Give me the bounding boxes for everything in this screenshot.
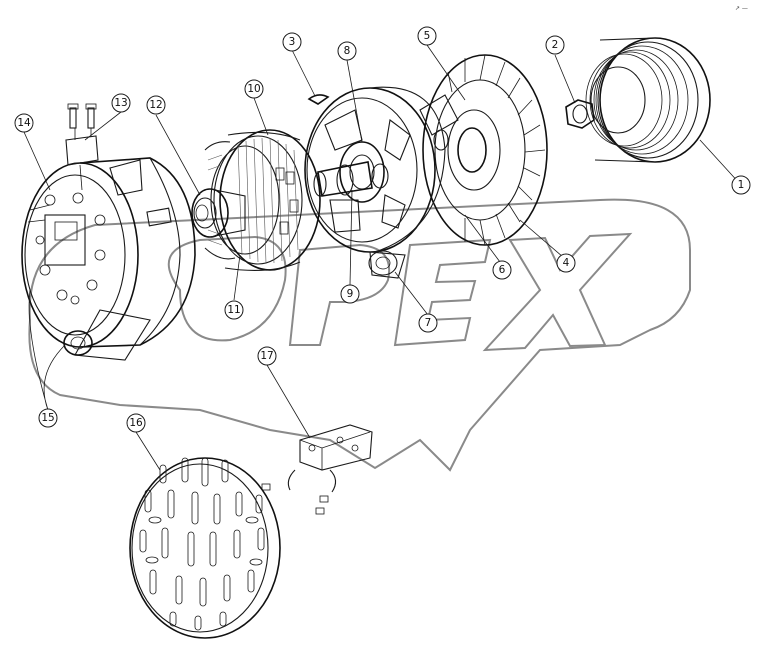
callout-circle	[126, 413, 146, 433]
callout-circle	[340, 284, 360, 304]
pulley-drawing	[585, 37, 711, 163]
terminal-bolts-drawing	[65, 103, 99, 191]
front-housing-drawing	[304, 86, 446, 279]
callout-circle	[545, 35, 565, 55]
callout-number: 1	[738, 179, 745, 191]
callout-front-bearing-retainer: 4	[556, 253, 576, 273]
callout-circle	[556, 253, 576, 273]
callout-front-housing-mount: 7	[418, 313, 438, 333]
callout-stator-winding: 11	[224, 300, 244, 320]
rotor-drawing	[191, 188, 246, 238]
callout-rear-cover: 16	[126, 413, 146, 433]
callout-circle	[418, 313, 438, 333]
callout-number: 10	[247, 83, 260, 95]
callout-rectifier-regulator: 14	[14, 113, 34, 133]
callout-stator: 10	[244, 79, 264, 99]
callout-circle	[244, 79, 264, 99]
callout-woodruff-key: 3	[282, 32, 302, 52]
corner-mark: ↗ —	[735, 5, 748, 12]
callout-number: 15	[41, 412, 54, 424]
callout-circle	[224, 300, 244, 320]
callout-number: 3	[289, 36, 296, 48]
callout-number: 2	[552, 39, 559, 51]
callout-circle	[14, 113, 34, 133]
rear-cover-drawing	[129, 457, 281, 639]
callout-rotor-shaft: 9	[340, 284, 360, 304]
callout-number: 4	[563, 257, 570, 269]
callout-number: 9	[347, 288, 354, 300]
callout-circle	[492, 260, 512, 280]
callout-circle	[337, 41, 357, 61]
callout-number: 8	[344, 45, 351, 57]
callout-pulley-nut: 2	[545, 35, 565, 55]
callout-number: 7	[425, 317, 432, 329]
rectifier-drawing	[24, 174, 126, 336]
callout-brush-holder: 17	[257, 346, 277, 366]
callout-circle	[38, 408, 58, 428]
callout-number: 16	[129, 417, 143, 429]
woodruff-key-drawing	[307, 94, 330, 105]
callout-rear-housing: 15	[38, 408, 58, 428]
callout-circle	[111, 93, 131, 113]
callout-number: 17	[260, 350, 273, 362]
callout-number: 6	[499, 264, 506, 276]
callout-circle	[257, 346, 277, 366]
leader-lines	[23, 44, 742, 471]
callout-number: 13	[114, 97, 127, 109]
callout-fan: 5	[417, 26, 437, 46]
brush-holder-drawing	[261, 424, 373, 515]
callout-number: 14	[17, 117, 31, 129]
stator-drawing	[204, 129, 321, 271]
fan-drawing	[419, 54, 548, 246]
pulley-nut-drawing	[565, 99, 595, 129]
callout-front-bearing: 6	[492, 260, 512, 280]
rear-housing-drawing	[21, 157, 196, 361]
callout-circle	[146, 95, 166, 115]
callout-number: 5	[424, 30, 431, 42]
watermark	[28, 198, 691, 472]
callout-circle	[282, 32, 302, 52]
callout-circle	[731, 175, 751, 195]
callout-pulley: 1	[731, 175, 751, 195]
callout-number: 12	[149, 99, 162, 111]
callout-circle	[417, 26, 437, 46]
callout-front-housing: 8	[337, 41, 357, 61]
callout-rotor: 12	[146, 95, 166, 115]
callout-number: 11	[227, 304, 240, 316]
callout-terminal-bolts: 13	[111, 93, 131, 113]
rotor-shaft-drawing	[313, 161, 389, 197]
